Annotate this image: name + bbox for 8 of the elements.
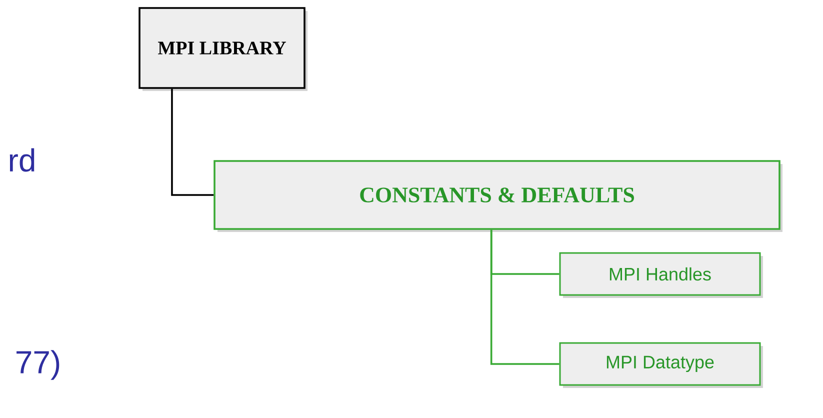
partial-text: 77) [16,350,60,380]
item-box: MPI Datatype [559,342,763,388]
partial-text: rd [10,148,34,172]
category-box: CONSTANTS & DEFAULTS [214,160,782,232]
connector-line [490,230,560,365]
library-box: MPI LIBRARY [138,7,308,91]
connector-line [171,88,214,196]
item-box: MPI Handles [559,252,763,298]
